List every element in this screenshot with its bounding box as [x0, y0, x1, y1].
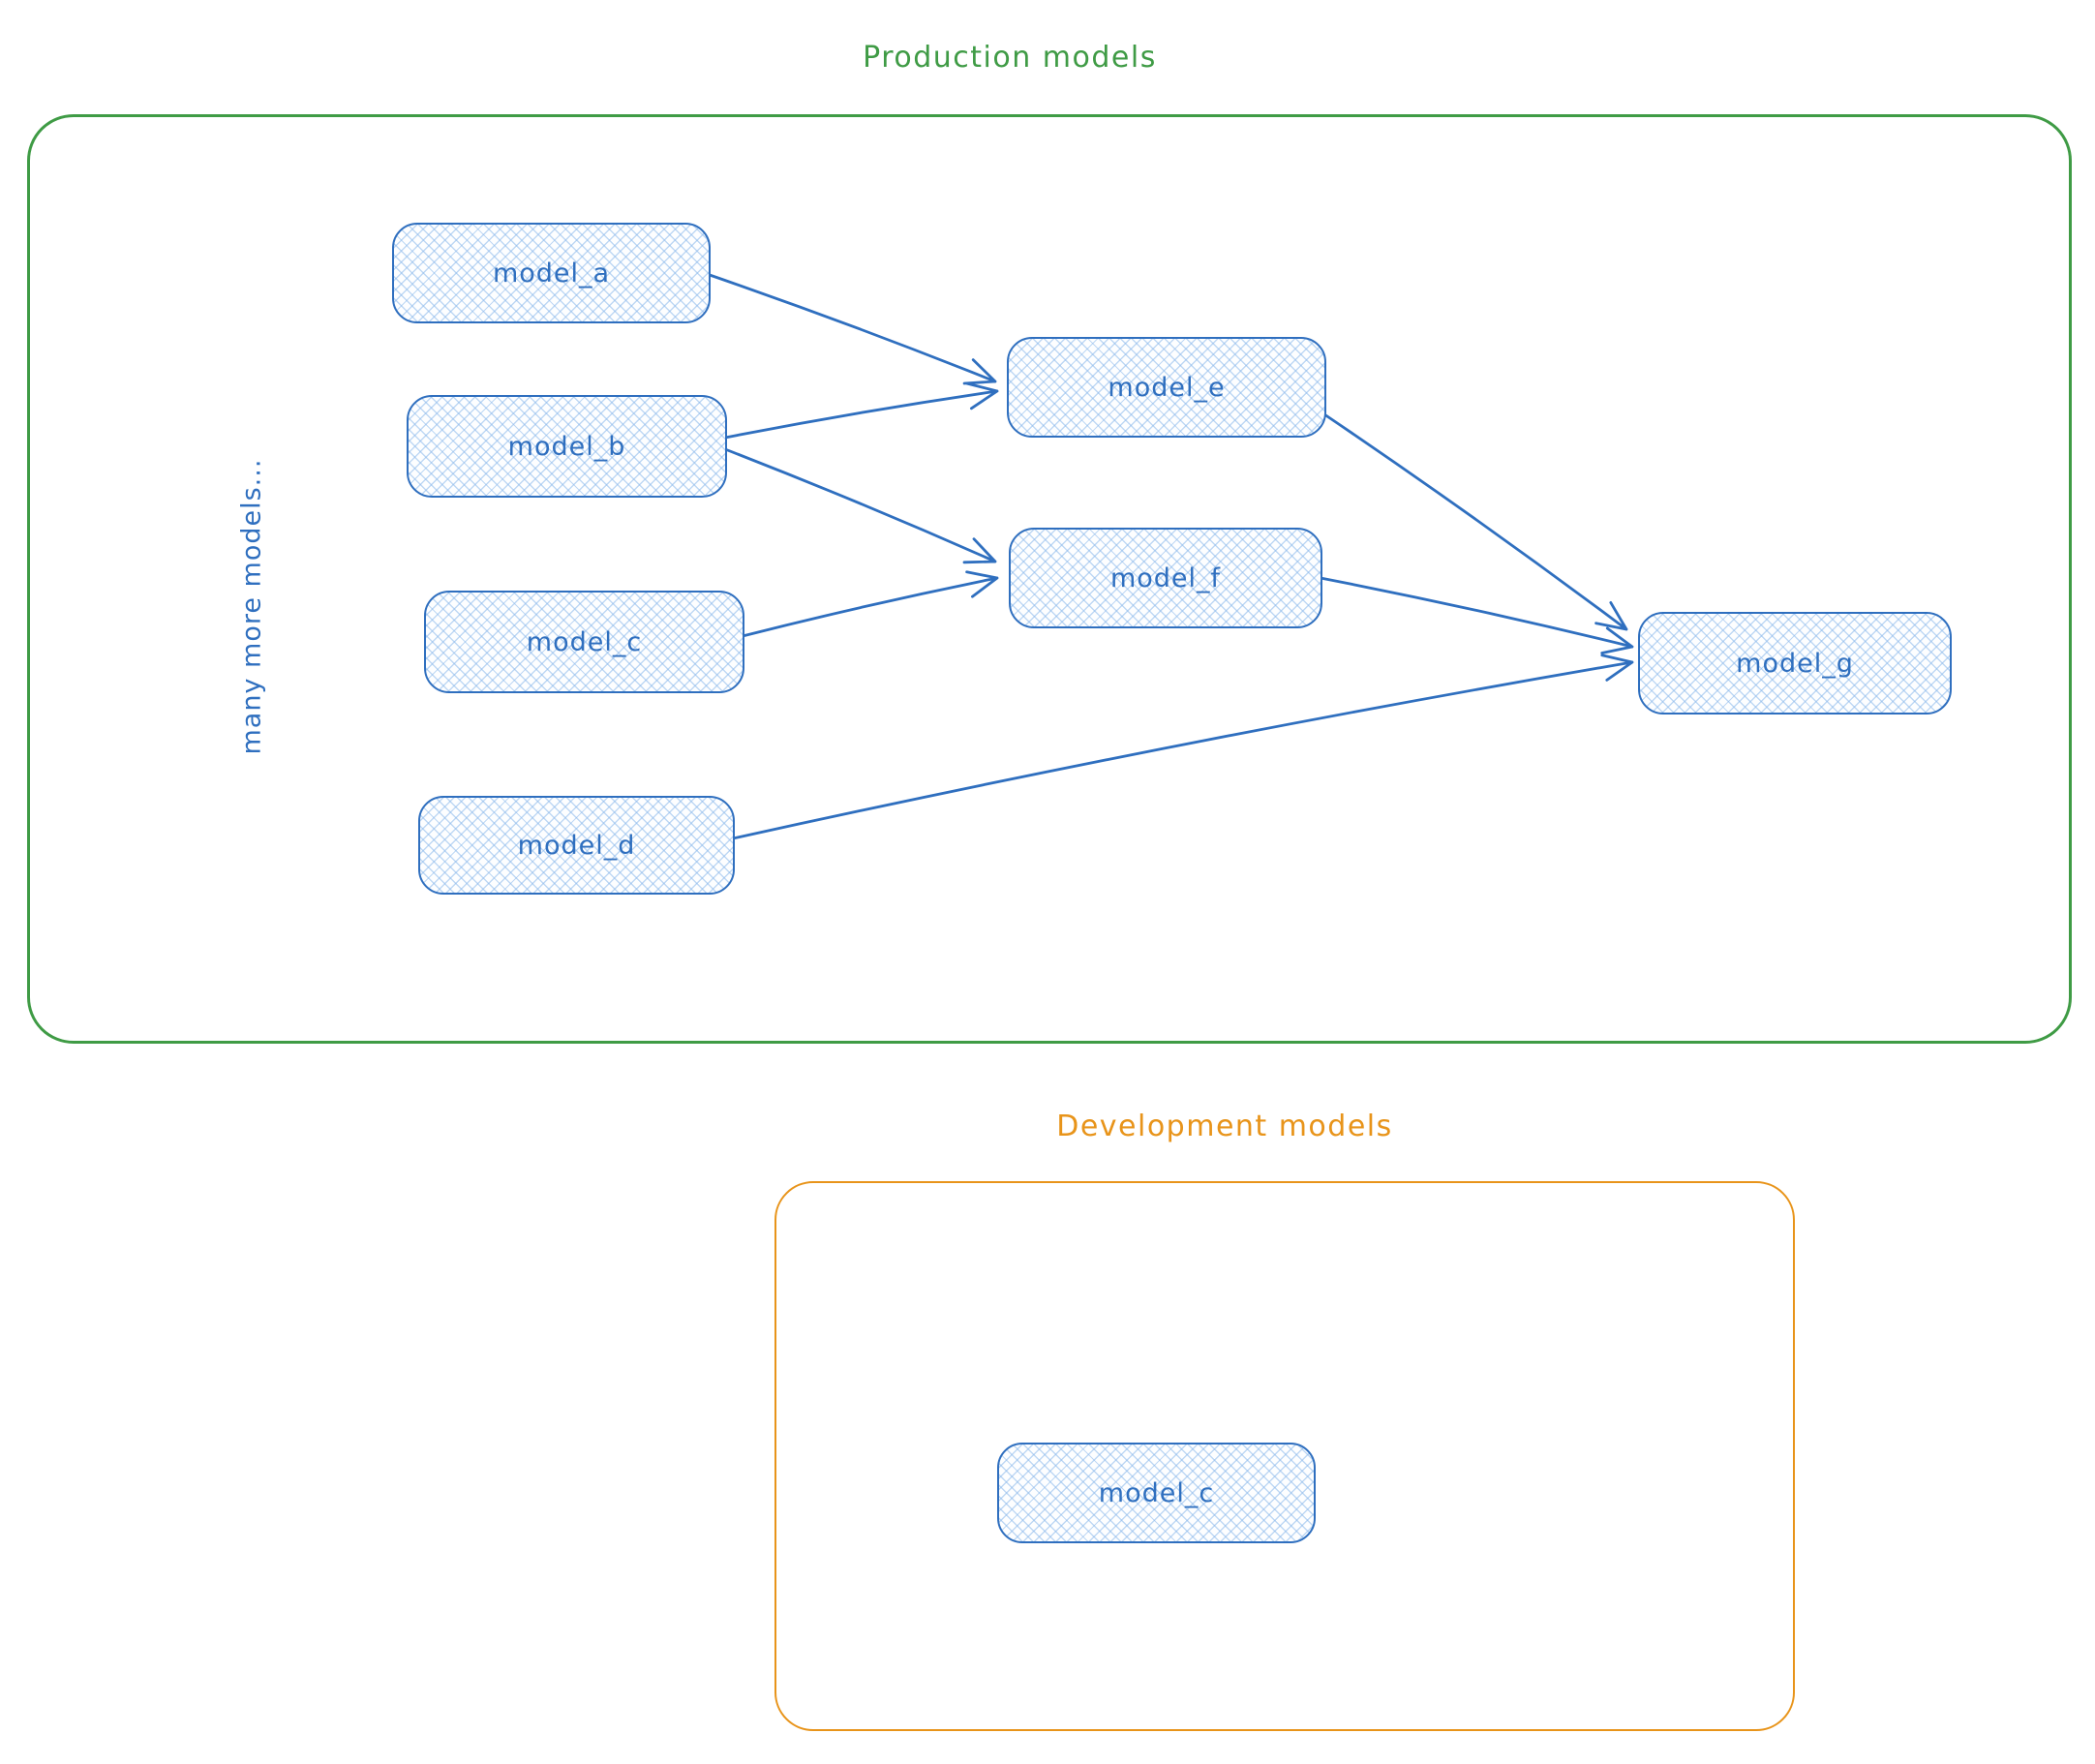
production-section-title: Production models — [863, 41, 1157, 75]
development-section-frame — [774, 1181, 1795, 1731]
node-model-f: model_f — [1009, 528, 1322, 628]
node-model-c-label: model_c — [526, 626, 643, 657]
node-model-g-label: model_g — [1736, 648, 1854, 679]
node-model-g: model_g — [1638, 612, 1952, 715]
many-more-models-note: many more models... — [236, 458, 267, 755]
node-model-c-development: model_c — [997, 1443, 1316, 1543]
node-model-c: model_c — [424, 591, 744, 693]
node-model-a: model_a — [392, 223, 711, 323]
node-model-b-label: model_b — [507, 431, 626, 462]
node-model-a-label: model_a — [492, 258, 611, 289]
node-model-f-label: model_f — [1109, 563, 1222, 593]
node-model-d-label: model_d — [517, 830, 636, 861]
development-section-title: Development models — [1056, 1110, 1393, 1143]
node-model-e-label: model_e — [1108, 372, 1226, 403]
node-model-b: model_b — [407, 395, 727, 498]
node-model-d: model_d — [418, 796, 735, 895]
node-model-e: model_e — [1007, 337, 1326, 438]
node-model-c-development-label: model_c — [1098, 1477, 1215, 1508]
production-section-frame — [27, 114, 2072, 1044]
